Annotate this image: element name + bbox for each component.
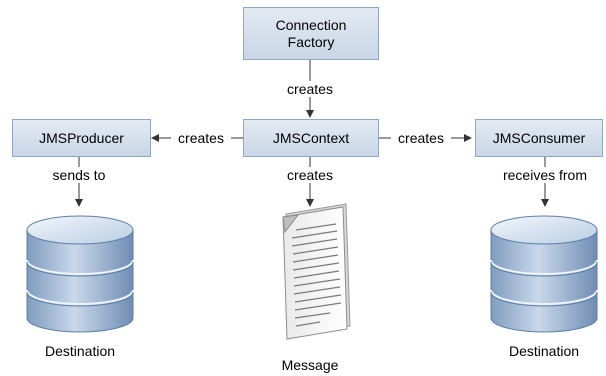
jms-producer-label: JMSProducer bbox=[39, 129, 124, 146]
destination-right-caption: Destination bbox=[508, 343, 580, 359]
jms-consumer-label: JMSConsumer bbox=[492, 129, 586, 146]
document-icon bbox=[282, 203, 351, 340]
database-icon bbox=[26, 215, 134, 333]
jms-producer-node: JMSProducer bbox=[12, 119, 151, 157]
destination-left-caption: Destination bbox=[44, 343, 116, 359]
jms-context-node: JMSContext bbox=[243, 119, 379, 157]
edge-label-context-to-consumer: creates bbox=[391, 130, 451, 146]
connection-factory-label-line2: Factory bbox=[287, 33, 335, 50]
message-caption: Message bbox=[281, 357, 339, 373]
edge-label-context-to-producer: creates bbox=[171, 130, 231, 146]
connection-factory-label-line1: Connection bbox=[275, 16, 347, 33]
edge-label-context-to-message: creates bbox=[280, 167, 340, 183]
edge-label-factory-to-context: creates bbox=[280, 81, 340, 97]
jms-consumer-node: JMSConsumer bbox=[475, 119, 603, 157]
database-icon bbox=[490, 215, 598, 333]
connection-factory-node: Connection Factory bbox=[243, 7, 379, 60]
jms-context-label: JMSContext bbox=[272, 129, 350, 146]
edge-label-consumer-from-destination: receives from bbox=[490, 167, 600, 183]
edge-label-producer-to-destination: sends to bbox=[39, 167, 119, 183]
